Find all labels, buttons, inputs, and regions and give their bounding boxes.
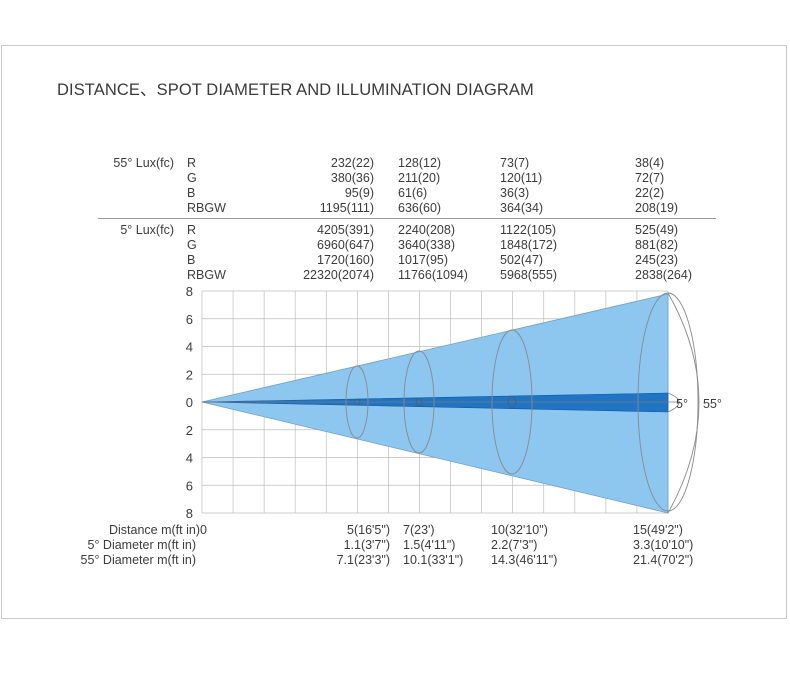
lux-5-r-7m: 2240(208): [398, 223, 455, 237]
distance-start: 0: [200, 523, 207, 537]
diameter-5-7m: 1.5(4'11"): [403, 538, 456, 552]
narrow-spot-7m: [415, 397, 423, 407]
diameter-55-10m: 14.3(46'11"): [491, 553, 558, 567]
lux-55-r-10m: 73(7): [500, 156, 530, 170]
lux-5-r-15m: 525(49): [635, 223, 679, 237]
lux-55-b-7m: 61(6): [398, 186, 428, 200]
lux-55-rbgw-15m: 208(19): [635, 201, 679, 215]
y-tick-label: 4: [186, 451, 193, 466]
lux-5-channel-g: G: [187, 238, 197, 252]
lux-55-r-5m: 232(22): [330, 156, 374, 170]
lux-55-g-15m: 72(7): [635, 171, 665, 185]
wide-angle-arc: [667, 292, 700, 514]
lux-55-rbgw-7m: 636(60): [398, 201, 442, 215]
distance-7m: 7(23'): [403, 523, 435, 537]
y-tick-label: 2: [186, 367, 193, 382]
lux-55-channel-rbgw: RBGW: [187, 201, 226, 215]
lux-55-b-15m: 22(2): [635, 186, 665, 200]
diagram-title: DISTANCE、SPOT DIAMETER AND ILLUMINATION …: [57, 81, 534, 99]
diameter-55-row-label: 55° Diameter m(ft in): [80, 553, 196, 567]
lux-5-channel-rbgw: RBGW: [187, 268, 226, 282]
y-tick-label: 6: [186, 478, 193, 493]
lux-55-r-15m: 38(4): [635, 156, 665, 170]
y-tick-label: 6: [186, 312, 193, 327]
wide-angle-label: 55°: [703, 397, 722, 411]
y-tick-label: 8: [186, 284, 193, 299]
diameter-55-7m: 10.1(33'1"): [403, 553, 464, 567]
lux-5-b-5m: 1720(160): [317, 253, 374, 267]
lux-5-rbgw-7m: 11766(1094): [398, 268, 468, 282]
diameter-55-5m: 7.1(23'3"): [336, 553, 390, 567]
y-tick-label: 8: [186, 506, 193, 521]
lux-5-g-10m: 1848(172): [500, 238, 557, 252]
spot-ring-5m: [345, 365, 369, 439]
distance-10m: 10(32'10"): [491, 523, 548, 537]
table-divider: [98, 218, 716, 219]
y-tick-label: 2: [186, 423, 193, 438]
lux-5-channel-r: R: [187, 223, 197, 237]
lux-5-b-15m: 245(23): [635, 253, 679, 267]
distance-15m: 15(49'2"): [633, 523, 683, 537]
lux-5-rbgw-15m: 2838(264): [635, 268, 692, 282]
distance-row-label: Distance m(ft in): [109, 523, 200, 537]
lux-5-g-5m: 6960(647): [317, 238, 374, 252]
lux-55-rbgw-5m: 1195(111): [319, 201, 374, 215]
lux-5-r-10m: 1122(105): [500, 223, 557, 237]
lux-5-b-10m: 502(47): [500, 253, 544, 267]
narrow-angle-arc: [667, 392, 680, 413]
lux-55-b-5m: 95(9): [344, 186, 374, 200]
lux-5-rbgw-10m: 5968(555): [500, 268, 557, 282]
lux-55-g-7m: 211(20): [398, 171, 441, 185]
diagram-frame: [1, 45, 787, 619]
lux-5-r-5m: 4205(391): [317, 223, 374, 237]
y-axis-tick-labels: 8 6 4 2 0 2 4 6 8: [186, 284, 193, 521]
narrow-spot-10m: [507, 396, 517, 408]
lux-55-label: 55° Lux(fc): [113, 156, 174, 170]
lux-5-g-7m: 3640(338): [398, 238, 455, 252]
lux-55-channel-g: G: [187, 171, 197, 185]
lux-55-channel-b: B: [187, 186, 196, 200]
lux-5-b-7m: 1017(95): [398, 253, 449, 267]
narrow-spot-5m: [353, 398, 361, 406]
diameter-5-15m: 3.3(10'10"): [633, 538, 694, 552]
spot-ring-7m: [403, 350, 435, 454]
distance-5m: 5(16'5"): [347, 523, 390, 537]
lux-5-g-15m: 881(82): [635, 238, 679, 252]
lux-55-b-10m: 36(3): [500, 186, 530, 200]
diameter-5-5m: 1.1(3'7"): [343, 538, 390, 552]
y-tick-label: 0: [186, 395, 193, 410]
lux-55-rbgw-10m: 364(34): [500, 201, 544, 215]
y-tick-label: 4: [186, 340, 193, 355]
diameter-55-15m: 21.4(70'2"): [633, 553, 694, 567]
diameter-5-10m: 2.2(7'3"): [491, 538, 538, 552]
spot-ring-10m: [491, 329, 533, 475]
lux-55-g-5m: 380(36): [330, 171, 374, 185]
lux-55-g-10m: 120(11): [500, 171, 543, 185]
narrow-angle-label: 5°: [676, 397, 688, 411]
narrow-beam-cone: [201, 392, 669, 413]
lux-5-channel-b: B: [187, 253, 196, 267]
lux-5-label: 5° Lux(fc): [120, 223, 174, 237]
lux-5-rbgw-5m: 22320(2074): [303, 268, 374, 282]
lux-55-r-7m: 128(12): [398, 156, 442, 170]
lux-55-channel-r: R: [187, 156, 197, 170]
diameter-5-row-label: 5° Diameter m(ft in): [87, 538, 197, 552]
